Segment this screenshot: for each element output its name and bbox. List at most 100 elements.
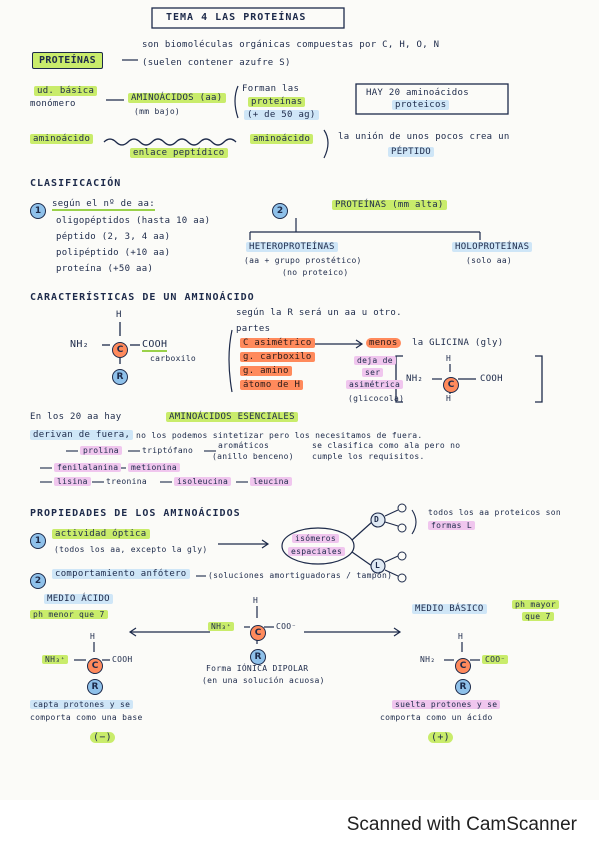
struct-h: H [116,310,122,320]
forman-line-3: (+ de 50 ag) [244,110,319,120]
aromaticos-2: (anillo benceno) [212,452,294,461]
gly-bottom-h: H [446,394,452,403]
basico-top-h: H [458,632,464,641]
formas-line-2: formas L [428,521,475,530]
aa-prolina: prolina [80,446,122,455]
prop-number-2-badge: 2 [30,573,46,589]
intro-line-2: (suelen contener azufre S) [142,58,291,68]
clasifica-2: cumple los requisitos. [312,452,425,461]
clasif-item-1: oligopéptidos (hasta 10 aa) [56,216,211,226]
parte-atomo-h: átomo de H [240,380,304,390]
aa-triptofano: triptófano [142,446,194,455]
dipolar-r: R [250,649,266,665]
aa-leucina: leucina [250,477,292,486]
medio-acido-title: MEDIO ÁCIDO [44,594,113,604]
actividad-optica: actividad óptica [52,529,150,539]
menos-label: menos [366,338,401,348]
plus-badge: (+) [428,732,453,743]
bond-left-aa: aminoácido [30,134,94,144]
parte-g-amino: g. amino [240,366,292,376]
dipolar-carbon: C [250,625,266,641]
comportamiento-anfotero: comportamiento anfótero [52,569,190,579]
gly-nh2: NH₂ [406,374,424,384]
acido-cooh: COOH [112,655,133,664]
isomer-d: D [374,515,380,524]
holo-sub: (solo aa) [466,256,513,265]
aromaticos-1: aromáticos [218,441,270,450]
aa-metionina: metionina [128,463,181,472]
segun-label: según el nº de aa: [52,199,155,211]
deja-line-3: asimétrica [346,380,404,389]
esenciales-line-2a: derivan de fuera, [30,430,134,440]
caracteristicas-heading: CARACTERÍSTICAS DE UN AMINOÁCIDO [30,292,255,303]
suelta-line-1: suelta protones y se [392,700,501,709]
dipolar-nh3: NH₃⁺ [208,622,235,631]
forman-line-2: proteínas [248,97,306,107]
parte-c-asimetrico: C asimétrico [240,338,315,348]
union-text: la unión de unos pocos crea un [338,132,510,142]
forma-ionica-1: Forma IÓNICA DIPOLAR [206,664,309,673]
struct-r-group: R [112,369,128,385]
acido-carbon: C [87,658,103,674]
proteinas-mm-alta: PROTEÍNAS (mm alta) [332,200,447,210]
holoproteinas: HOLOPROTEÍNAS [452,242,533,252]
minus-badge: (−) [90,732,115,743]
clasificacion-heading: CLASIFICACIÓN [30,178,122,189]
clasif-item-3: polipéptido (+10 aa) [56,248,171,258]
medio-basico-title: MEDIO BÁSICO [412,604,487,614]
deja-line-1: deja de [354,356,396,365]
forman-line-1: Forman las [242,84,300,94]
esenciales-label: AMINOÁCIDOS ESENCIALES [166,412,298,422]
isomeros-line-1: isómeros [292,534,339,543]
number-2-badge: 2 [272,203,288,219]
hetero-sub-1: (aa + grupo prostético) [244,256,362,265]
struct-nh2: NH₂ [70,339,89,350]
propiedades-heading: PROPIEDADES DE LOS AMINOÁCIDOS [30,508,241,519]
parte-g-carboxilo: g. carboxilo [240,352,315,362]
acido-r: R [87,679,103,695]
peptido-term: PÉPTIDO [388,147,435,157]
partes-label: partes [236,324,271,334]
clasifica-1: se clasifica como ala pero no [312,441,461,450]
capta-line-2: comporta como una base [30,713,143,722]
deja-line-2: ser [362,368,384,377]
capta-line-1: capta protones y se [30,700,134,709]
heteroproteinas: HETEROPROTEÍNAS [246,242,338,252]
segun-r-text: según la R será un aa u otro. [236,308,402,318]
esenciales-line-2b: no los podemos sintetizar pero los neces… [136,431,423,440]
forma-ionica-2: (en una solución acuosa) [202,676,325,685]
basico-carbon: C [455,658,471,674]
basico-nh2: NH₂ [420,655,436,664]
dipolar-coo: COO⁻ [276,622,297,631]
suelta-line-2: comporta como un ácido [380,713,493,722]
number-1-badge: 1 [30,203,46,219]
acido-top-h: H [90,632,96,641]
clasif-item-2: péptido (2, 3, 4 aa) [56,232,171,242]
aa-fenilalanina: fenilalanina [54,463,122,472]
hetero-sub-2: (no proteico) [282,268,349,277]
isomeros-line-2: espaciales [288,547,346,556]
aa-treonina: treonina [106,477,147,486]
medio-basico-ph-2: que 7 [522,612,554,621]
formas-line-1: todos los aa proteicos son [428,508,562,517]
struct-carbon: C [112,342,128,358]
bond-right-aa: aminoácido [250,134,314,144]
prop-number-1-badge: 1 [30,533,46,549]
enlace-peptidico: enlace peptídico [130,148,228,158]
intro-line-1: son biomoléculas orgánicas compuestas po… [142,40,440,50]
clasif-item-4: proteína (+50 aa) [56,264,154,274]
deja-line-4: (glicocola) [348,394,405,403]
esenciales-line-1a: En los 20 aa hay [30,412,122,422]
anfotero-sub: (soluciones amortiguadoras / tampón) [208,571,393,580]
struct-carboxilo: carboxilo [150,354,197,363]
struct-cooh: COOH [142,339,168,352]
actividad-sub: (todos los aa, excepto la gly) [54,545,208,554]
aa-isoleucina: isoleucina [174,477,232,486]
medio-acido-ph: ph menor que 7 [30,610,108,619]
page-title: TEMA 4 LAS PROTEÍNAS [166,12,307,23]
unit-label-monomero: monómero [30,99,76,109]
aminoacidos-label: AMINOÁCIDOS (aa) [128,93,226,103]
acido-nh3: NH₃⁺ [42,655,69,664]
gly-top-h: H [446,354,452,363]
unit-label-basica: ud. básica [34,86,98,96]
